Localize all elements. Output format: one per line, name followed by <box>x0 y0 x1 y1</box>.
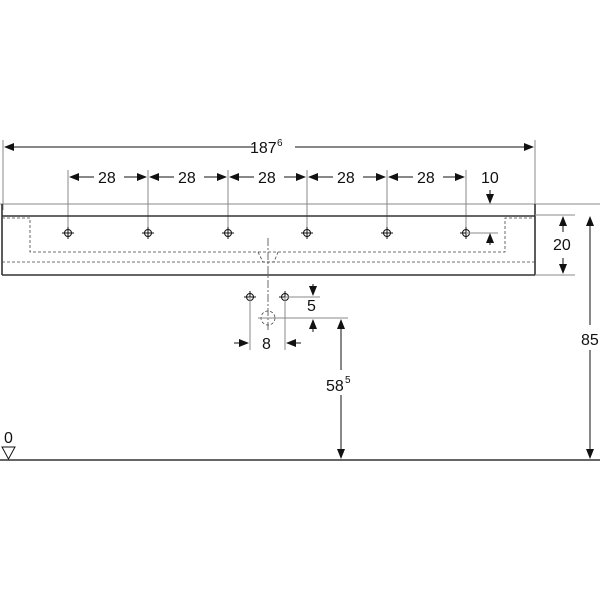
total-width-label: 187 <box>250 140 277 157</box>
basin-height-label: 20 <box>553 237 571 254</box>
spacing-label: 28 <box>417 170 435 187</box>
total-width-sup: 6 <box>277 138 283 149</box>
drain-height-label: 58 <box>326 378 344 395</box>
drain-spacing-label: 8 <box>262 336 271 353</box>
floor-line: 0 <box>0 430 600 461</box>
spacing-label: 28 <box>98 170 116 187</box>
level-triangle-icon <box>1 446 16 461</box>
drain-fixings: 8 5 <box>234 284 348 353</box>
drain-offset-label: 5 <box>307 298 316 315</box>
spacing-label: 28 <box>178 170 196 187</box>
basin-height-dimension: 20 <box>553 216 571 274</box>
drain-height-sup: 5 <box>345 375 351 386</box>
basin-outline <box>0 203 600 330</box>
hole-offset-label: 10 <box>481 170 499 187</box>
floor-level-label: 0 <box>4 430 13 447</box>
total-width-dimension: 187 6 <box>2 138 536 210</box>
total-height-label: 85 <box>581 332 599 349</box>
hole-offset-dimension: 10 <box>466 170 499 245</box>
spacing-label: 28 <box>337 170 355 187</box>
drain-height-dimension: 58 5 <box>326 319 351 459</box>
hole-spacing-dimensions: 28 28 28 28 28 <box>67 170 467 233</box>
total-height-dimension: 85 <box>581 216 599 459</box>
tap-holes <box>61 226 473 240</box>
spacing-label: 28 <box>258 170 276 187</box>
